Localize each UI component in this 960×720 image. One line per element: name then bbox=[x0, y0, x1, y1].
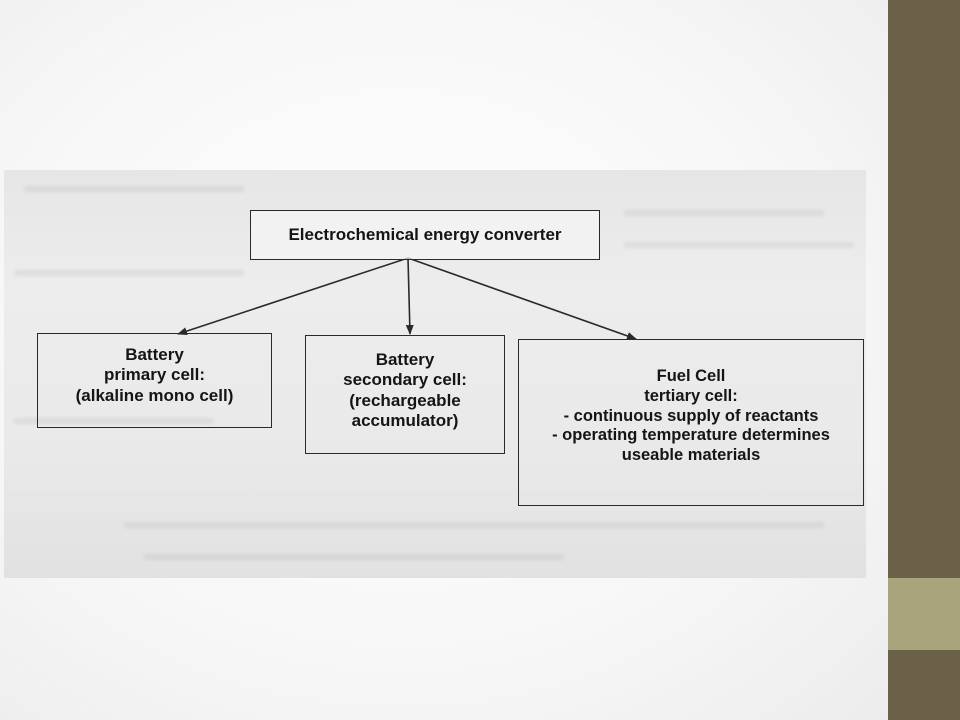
arrow-to-battery-primary bbox=[177, 257, 409, 335]
node-battery-secondary: Battery secondary cell: (rechargeable ac… bbox=[305, 335, 505, 454]
node-line: tertiary cell: bbox=[644, 386, 738, 405]
node-line: (rechargeable bbox=[349, 390, 461, 410]
node-line: (alkaline mono cell) bbox=[75, 385, 234, 405]
root-node-label: Electrochemical energy converter bbox=[288, 224, 562, 244]
node-line: primary cell: bbox=[103, 365, 206, 385]
node-line: - continuous supply of reactants bbox=[563, 406, 819, 425]
node-battery-primary: Battery primary cell: (alkaline mono cel… bbox=[37, 333, 272, 428]
node-line: - operating temperature determines bbox=[552, 426, 830, 445]
node-line: Fuel Cell bbox=[656, 367, 726, 385]
node-line: Battery bbox=[125, 345, 184, 364]
root-node: Electrochemical energy converter bbox=[250, 210, 600, 260]
sidebar-band-bottom bbox=[888, 650, 960, 720]
decorative-sidebar bbox=[888, 0, 960, 720]
node-line: secondary cell: bbox=[343, 370, 467, 390]
arrow-to-fuel-cell bbox=[407, 257, 637, 340]
connector-arrows bbox=[177, 257, 637, 340]
node-fuel-cell: Fuel Cell tertiary cell: - continuous su… bbox=[518, 339, 864, 506]
arrow-to-battery-secondary bbox=[405, 257, 414, 335]
sidebar-band-middle bbox=[888, 578, 960, 650]
node-line: useable materials bbox=[621, 446, 761, 465]
node-line: Battery bbox=[375, 350, 435, 369]
sidebar-band-top bbox=[888, 0, 960, 578]
node-line: accumulator) bbox=[351, 411, 459, 431]
